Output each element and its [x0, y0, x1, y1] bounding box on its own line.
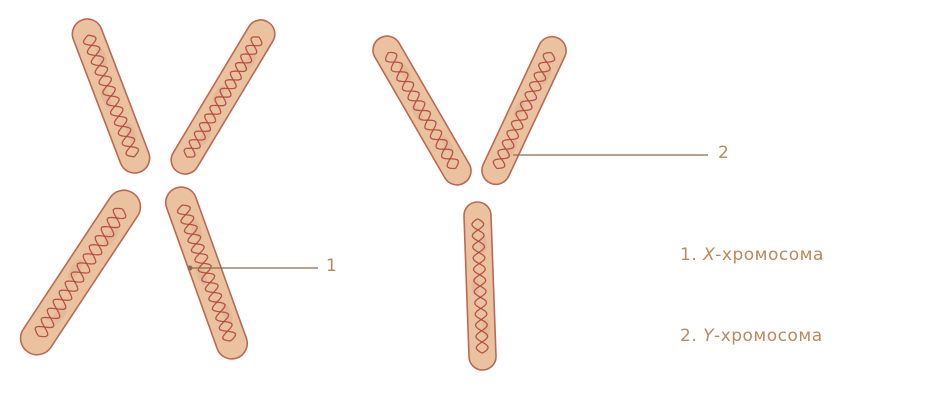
x-chromatid-lower-left — [14, 184, 147, 361]
callout-2-label: 2 — [718, 143, 729, 163]
y-chromatid-upper-left — [368, 31, 476, 190]
legend-number: 2. — [680, 326, 697, 346]
y-chromatid-lower — [464, 202, 497, 371]
dna-strand — [176, 203, 238, 344]
legend-letter: Y — [703, 326, 714, 346]
legend-text: -хромосома — [715, 245, 824, 265]
legend-letter: X — [703, 245, 715, 265]
x-chromatid-upper-left — [68, 15, 154, 178]
callout-1-label: 1 — [326, 256, 337, 276]
y-chromatid-upper-right — [477, 32, 570, 189]
legend-item-y-chromosome: 2. Y-хромосома — [680, 326, 823, 346]
x-chromatid-upper-right — [166, 15, 280, 179]
x-chromatid-lower-right — [161, 183, 251, 363]
callout-1-dot — [188, 266, 193, 271]
legend-item-x-chromosome: 1. X-хромосома — [680, 245, 824, 265]
chromatid-group — [14, 15, 570, 371]
legend-number: 1. — [680, 245, 697, 265]
legend-text: -хромосома — [714, 326, 823, 346]
